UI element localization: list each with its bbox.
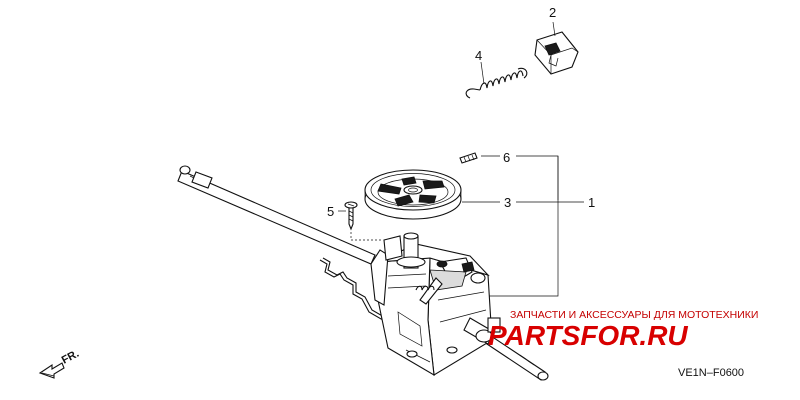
leader-6 bbox=[481, 155, 559, 200]
callout-2: 2 bbox=[549, 5, 556, 20]
front-direction-arrow bbox=[38, 362, 65, 379]
diagram-code: VE1N–F0600 bbox=[678, 367, 744, 379]
part-4-spring[interactable] bbox=[465, 67, 528, 99]
callout-1: 1 bbox=[588, 195, 595, 210]
leader-2 bbox=[552, 21, 556, 37]
part-2-bushing[interactable] bbox=[534, 31, 579, 75]
part-6-pin[interactable] bbox=[459, 152, 478, 164]
part-5-screw[interactable] bbox=[344, 201, 358, 231]
leader-1-bracket bbox=[482, 156, 559, 297]
watermark-tagline: ЗАПЧАСТИ И АКСЕССУАРЫ ДЛЯ МОТОТЕХНИКИ bbox=[510, 309, 758, 321]
callout-5: 5 bbox=[327, 204, 334, 219]
watermark-brand: PARTSFOR.RU bbox=[488, 320, 688, 351]
callout-6: 6 bbox=[503, 150, 510, 165]
callout-4: 4 bbox=[475, 48, 482, 63]
shift-rod[interactable] bbox=[319, 257, 421, 336]
callout-3: 3 bbox=[504, 195, 511, 210]
gearbox-housing[interactable] bbox=[370, 232, 501, 377]
part-3-pulley[interactable] bbox=[364, 169, 462, 220]
front-direction-label: FR. bbox=[60, 348, 81, 367]
leader-5-dashed bbox=[350, 232, 382, 241]
leader-4 bbox=[480, 61, 485, 85]
